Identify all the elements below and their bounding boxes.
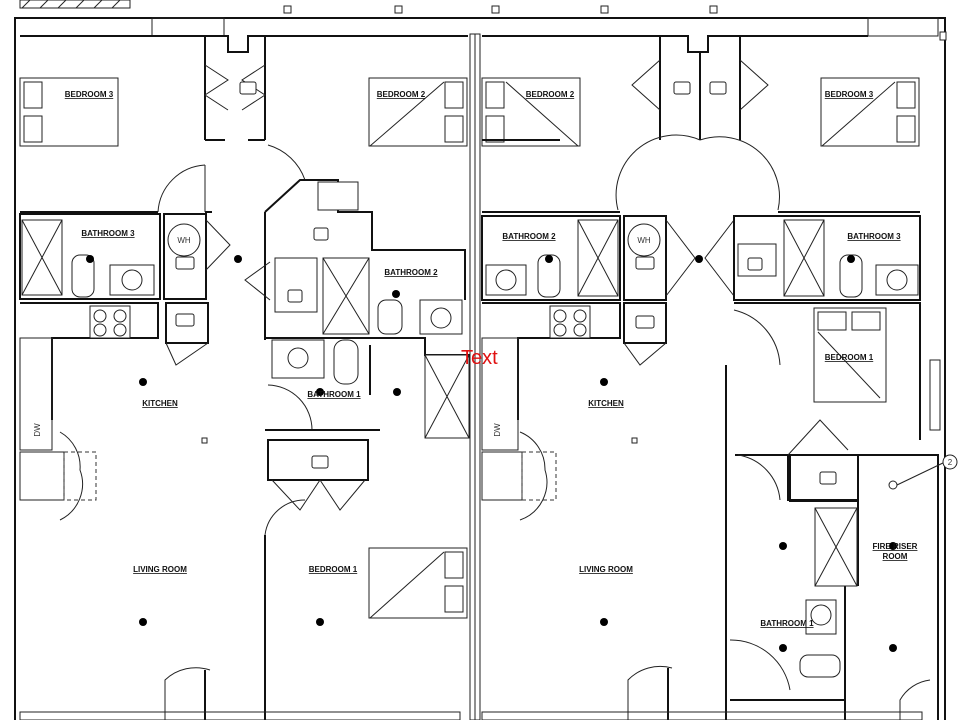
room-label-bathroom2-right: BATHROOM 2: [502, 232, 556, 241]
overlay-text: Text: [461, 347, 498, 369]
water-heater-label-left: WH: [177, 236, 191, 245]
room-labels: BEDROOM 3 BEDROOM 2 BATHROOM 3 BATHROOM …: [33, 90, 958, 628]
room-label-kitchen-left: KITCHEN: [142, 399, 178, 408]
room-label-fire-riser-room: ROOM: [883, 552, 908, 561]
room-label-bathroom1-right: BATHROOM 1: [760, 619, 814, 628]
room-label-bedroom3-left: BEDROOM 3: [65, 90, 114, 99]
fixture-markers: [86, 255, 897, 652]
room-label-bedroom2-right: BEDROOM 2: [526, 90, 575, 99]
room-label-bathroom3-right: BATHROOM 3: [847, 232, 901, 241]
outer-walls: [14, 0, 947, 720]
room-label-living-right: LIVING ROOM: [579, 565, 633, 574]
dishwasher-label-left: DW: [33, 423, 42, 437]
room-label-bedroom1-left: BEDROOM 1: [309, 565, 358, 574]
room-label-fire-riser: FIRE RISER: [873, 542, 918, 551]
room-label-bathroom2-left: BATHROOM 2: [384, 268, 438, 277]
room-label-bathroom1-left: BATHROOM 1: [307, 390, 361, 399]
room-label-bedroom2-left: BEDROOM 2: [377, 90, 426, 99]
dishwasher-label-right: DW: [493, 423, 502, 437]
room-label-living-left: LIVING ROOM: [133, 565, 187, 574]
room-label-kitchen-right: KITCHEN: [588, 399, 624, 408]
room-label-bedroom1-right: BEDROOM 1: [825, 353, 874, 362]
right-unit: [481, 35, 946, 720]
callout-number: 2: [948, 458, 953, 467]
room-label-bathroom3-left: BATHROOM 3: [81, 229, 135, 238]
callout-bubble: [942, 454, 958, 470]
left-unit: [19, 35, 470, 720]
water-heater-label-right: WH: [637, 236, 651, 245]
room-label-bedroom3-right: BEDROOM 3: [825, 90, 874, 99]
